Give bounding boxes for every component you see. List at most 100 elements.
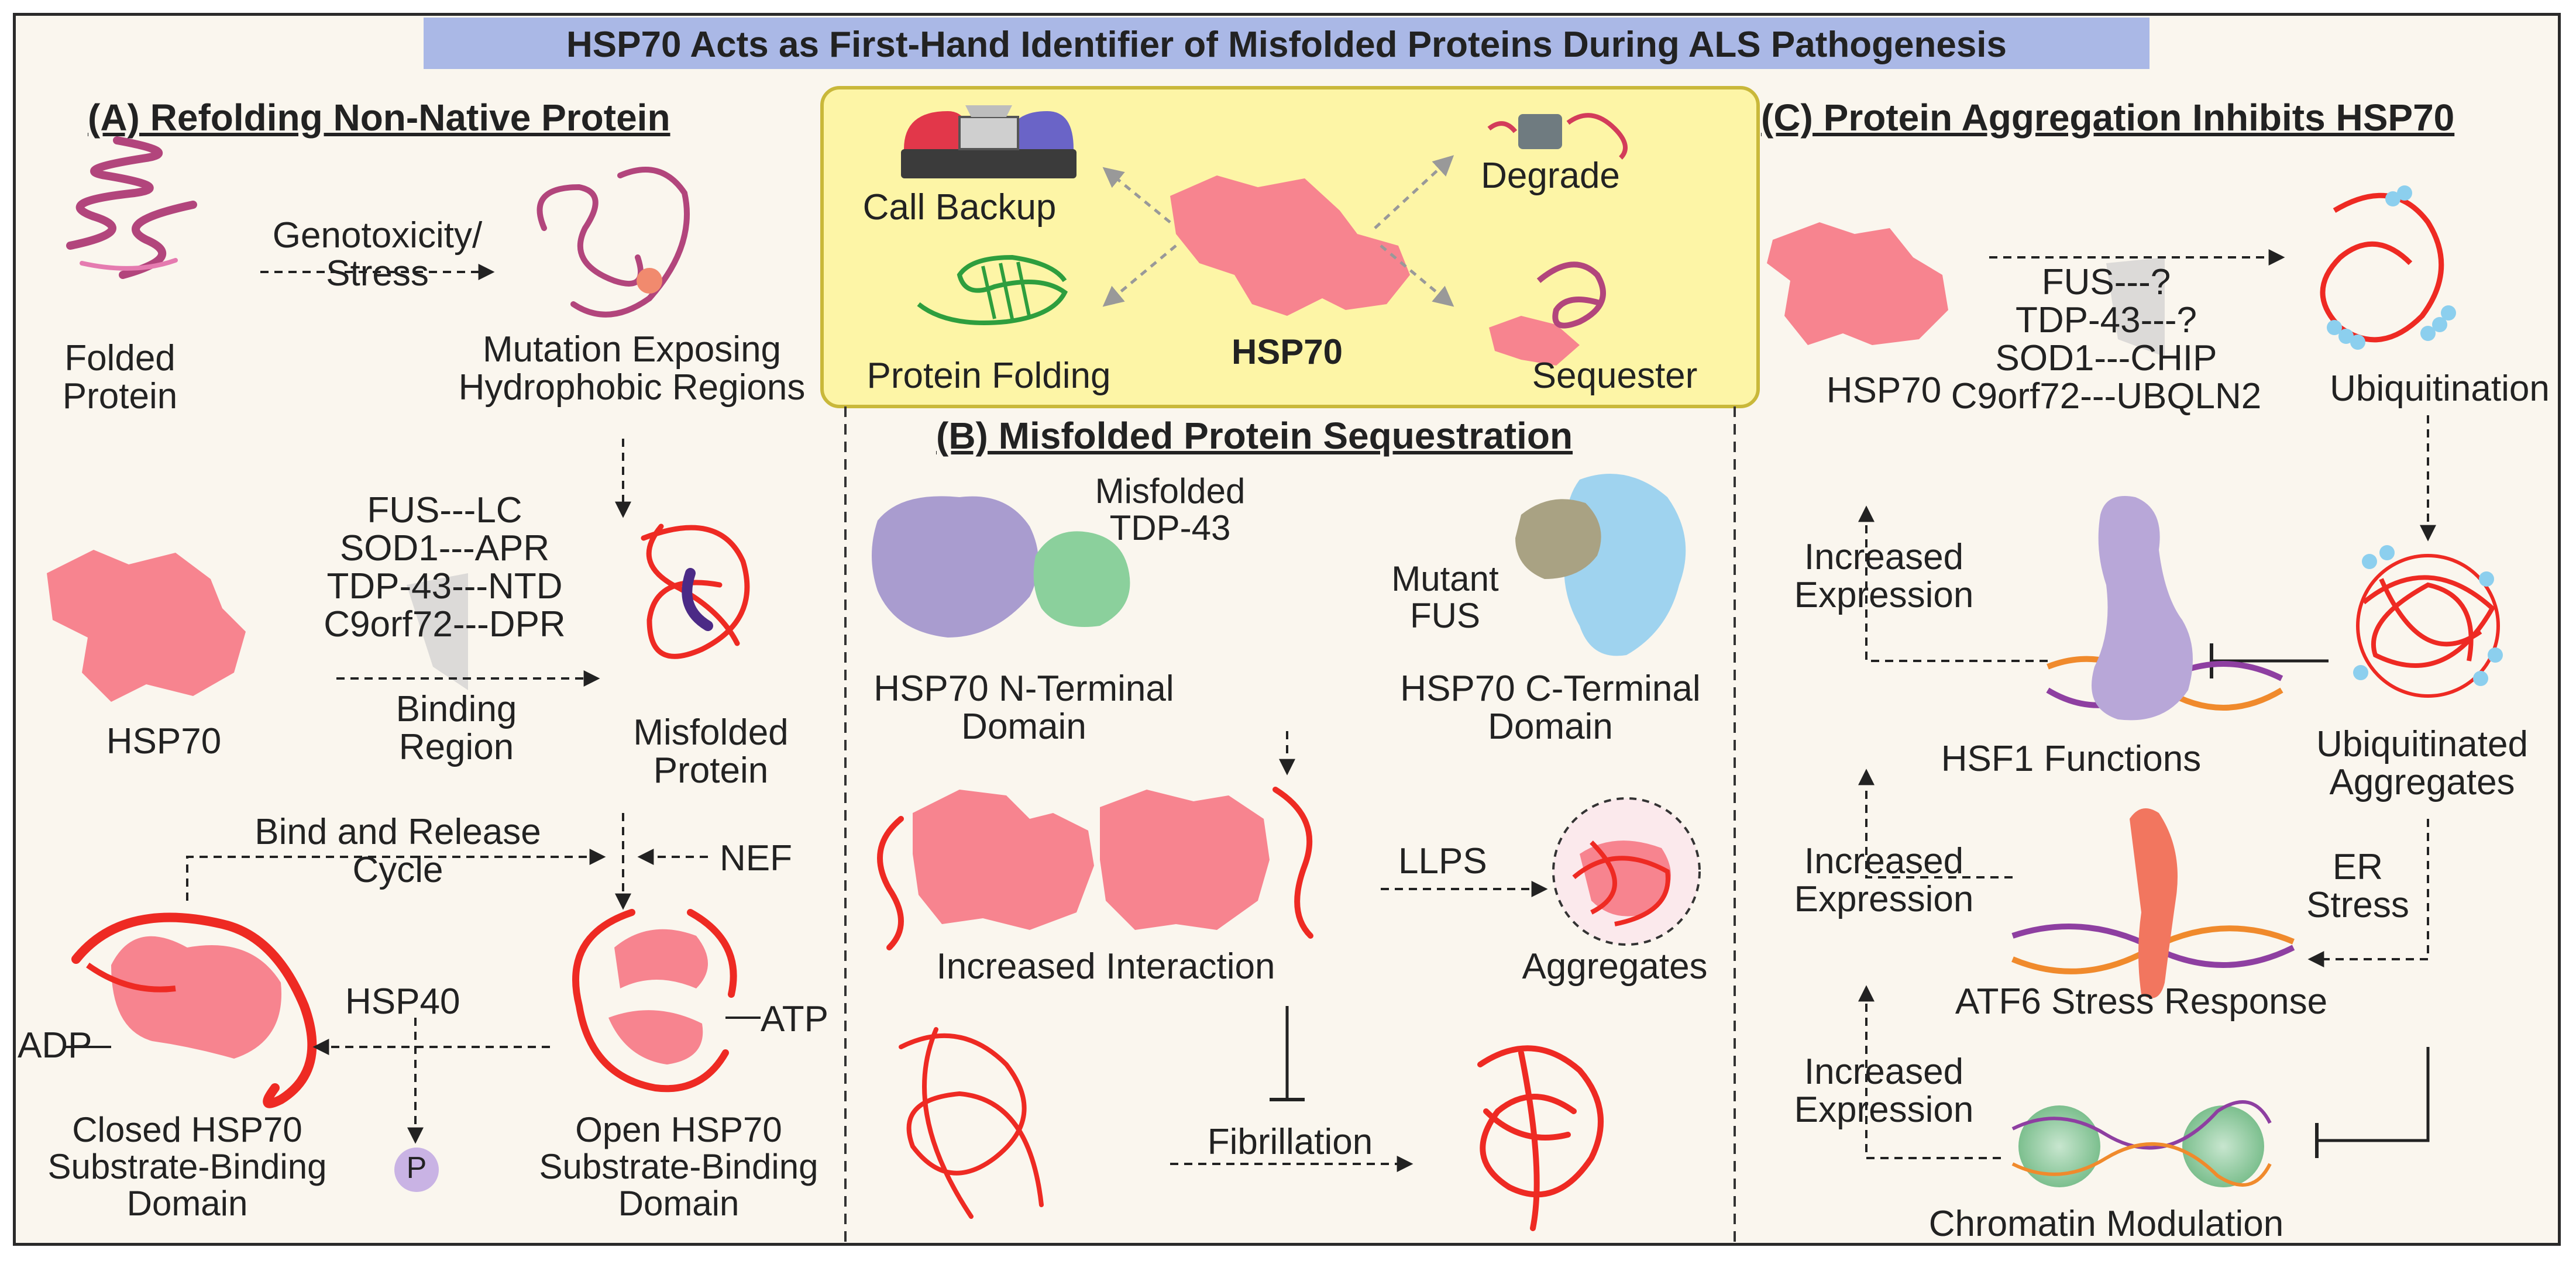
degrade-label: Degrade [1481, 156, 1620, 196]
fus-line-1: Mutant [1391, 559, 1499, 598]
list-c9orf72: C9orf72---UBQLN2 [1951, 376, 2262, 417]
chromatin-expression-line [1858, 985, 2001, 1159]
c-terminal-label: HSP70 C-Terminal Domain [1369, 670, 1732, 746]
stress-line-1: Genotoxicity/ [272, 215, 483, 256]
gradient-wedge-a [407, 573, 468, 690]
open-hsp70-icon [572, 909, 737, 1093]
list-tdp43: TDP-43---? [2015, 300, 2197, 341]
misfolded-line-2: Protein [653, 750, 769, 791]
cycle-line-2: Cycle [352, 850, 443, 891]
degrade-icon [1487, 113, 1628, 160]
er-stress-label: ER Stress [2293, 848, 2422, 924]
sequester-label: Sequester [1532, 356, 1698, 396]
increased-expression-label-3: Increased Expression [1761, 1053, 2007, 1129]
er-stress-line [2307, 819, 2429, 967]
n-terminal-line-1: HSP70 N-Terminal [873, 669, 1174, 709]
protein-folding-icon [917, 254, 1068, 325]
binding-sod1: SOD1---APR [339, 528, 550, 569]
n-terminal-label: HSP70 N-Terminal Domain [842, 670, 1205, 746]
closed-line-2: Substrate-Binding [47, 1147, 327, 1186]
c-terminal-line-1: HSP70 C-Terminal [1400, 669, 1701, 709]
er-line-1: ER [2332, 847, 2384, 887]
mutation-line-2: Hydrophobic Regions [458, 367, 806, 408]
atp-label: ATP [761, 999, 828, 1039]
fibril-tangle-right [1477, 1045, 1604, 1231]
hsf1-icon [2046, 496, 2283, 721]
arrow-sequester [1380, 244, 1454, 307]
misfolded-core [682, 568, 713, 631]
closed-line-1: Closed HSP70 [72, 1110, 302, 1149]
hsp70-blob-c [1767, 222, 1948, 345]
gradient-wedge-c [2106, 257, 2165, 357]
ubiquitination-label: Ubiquitination [2330, 368, 2550, 409]
interaction-blob-right [1100, 790, 1270, 930]
mutation-list-c: FUS---? TDP-43---? SOD1---CHIP C9orf72--… [1942, 263, 2270, 415]
panel-c-header: (C) Protein Aggregation Inhibits HSP70 [1761, 97, 2455, 139]
binding-list: FUS---LC SOD1---APR TDP-43---NTD C9orf72… [293, 491, 597, 643]
n-terminal-domain [872, 496, 1038, 638]
misfolded-tdp43-label: Misfolded TDP-43 [1077, 473, 1264, 546]
chromatin-label: Chromatin Modulation [1928, 1204, 2284, 1244]
open-hsp70-label: Open HSP70 Substrate-Binding Domain [527, 1111, 831, 1222]
binding-fus: FUS---LC [367, 490, 522, 530]
mutant-fus-shape [1515, 499, 1601, 579]
closed-hsp70-icon [71, 912, 317, 1108]
closed-hsp70-label: Closed HSP70 Substrate-Binding Domain [35, 1111, 339, 1222]
cycle-line [186, 849, 606, 901]
mutation-label: Mutation Exposing Hydrophobic Regions [410, 330, 854, 406]
mutant-fus-label: Mutant FUS [1369, 560, 1521, 634]
hsf1-expression-line [1858, 505, 2048, 662]
ubiq-line-2: Aggregates [2329, 762, 2515, 803]
closed-line-3: Domain [126, 1184, 248, 1223]
stress-line-2: Stress [326, 253, 429, 294]
arrow-protein-folding [1102, 244, 1177, 307]
arrow-call-backup [1102, 167, 1171, 223]
list-sod1: SOD1---CHIP [1995, 338, 2217, 379]
hsp70-label-c: HSP70 [1826, 370, 1942, 411]
interaction-blob-left [913, 790, 1094, 930]
chromatin-icon [2011, 1100, 2272, 1187]
open-line-3: Domain [618, 1184, 740, 1223]
n-terminal-line-2: Domain [961, 707, 1086, 747]
fus-line-2: FUS [1410, 596, 1480, 635]
call-backup-label: Call Backup [862, 187, 1057, 228]
binding-region-label: Binding Region [339, 690, 573, 766]
ubiq-line-1: Ubiquitinated [2316, 724, 2528, 764]
mutation-line-1: Mutation Exposing [482, 329, 782, 370]
adp-label: ADP [18, 1025, 92, 1066]
nef-label: NEF [720, 838, 792, 878]
c-terminal-line-2: Domain [1488, 707, 1613, 747]
ubiquitinated-aggregates-label: Ubiquitinated Aggregates [2282, 725, 2563, 801]
panel-b-header: (B) Misfolded Protein Sequestration [936, 415, 1573, 457]
binding-region-line-1: Binding [395, 689, 517, 729]
misfolded-tdp43-shape [1033, 531, 1130, 627]
phosphate-circle [394, 1148, 439, 1192]
phosphate-label: P [406, 1151, 427, 1185]
binding-region-line-2: Region [398, 727, 514, 768]
folded-line-2: Protein [62, 376, 178, 417]
increased-expression-label-2: Increased Expression [1761, 842, 2007, 918]
er-line-2: Stress [2306, 885, 2409, 926]
expr1-line-1: Increased [1804, 537, 1964, 577]
mutated-protein-icon [536, 167, 690, 318]
cycle-line-1: Bind and Release [254, 812, 541, 852]
llps-label: LLPS [1398, 841, 1487, 881]
list-fus: FUS---? [2041, 262, 2171, 302]
misfolded-line-1: Misfolded [633, 712, 789, 753]
aggregates-icon [1552, 797, 1701, 946]
tdp-line-2: TDP-43 [1109, 508, 1231, 547]
expr1-line-2: Expression [1794, 575, 1974, 616]
interaction-ribbons [877, 787, 1313, 950]
misfolded-protein-label: Misfolded Protein [614, 714, 807, 790]
expr2-line-2: Expression [1794, 879, 1974, 920]
binding-tdp43: TDP-43---NTD [326, 566, 563, 607]
increased-expression-label-1: Increased Expression [1761, 538, 2007, 614]
expr3-line-1: Increased [1804, 1052, 1964, 1092]
hsp70-blob-a [47, 550, 246, 702]
panel-a-header: (A) Refolding Non-Native Protein [88, 97, 670, 139]
open-line-2: Substrate-Binding [539, 1147, 818, 1186]
hsp70-center-label: HSP70 [1231, 332, 1343, 371]
stress-label: Genotoxicity/ Stress [240, 216, 515, 292]
increased-interaction-label: Increased Interaction [936, 946, 1275, 987]
aggregates-label: Aggregates [1522, 946, 1708, 987]
